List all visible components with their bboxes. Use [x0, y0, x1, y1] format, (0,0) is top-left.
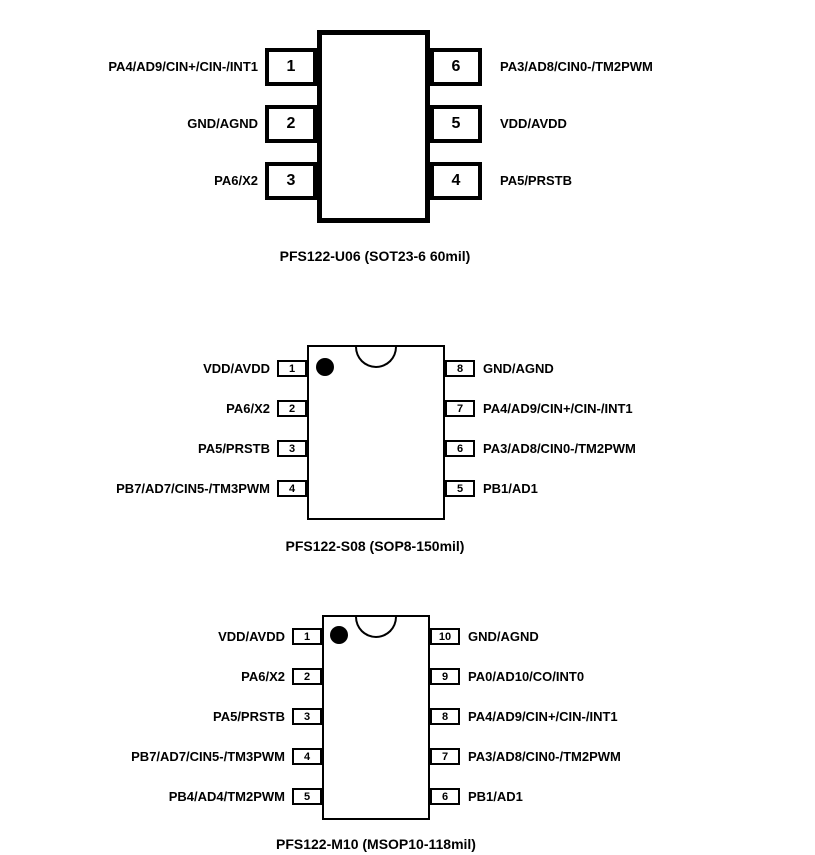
- pin-label: PA5/PRSTB: [198, 441, 270, 456]
- pin-label: PA3/AD8/CIN0-/TM2PWM: [468, 749, 621, 764]
- pin-number: 4: [303, 750, 311, 763]
- pin-label: PB7/AD7/CIN5-/TM3PWM: [131, 749, 285, 764]
- pin-number: 2: [286, 115, 296, 132]
- pin-4: 4: [430, 162, 482, 200]
- ic-body-msop10: [322, 615, 430, 820]
- pin-1: 1: [292, 628, 322, 645]
- pin-10: 10: [430, 628, 460, 645]
- pin-number: 4: [288, 482, 296, 495]
- pin-number: 3: [286, 172, 296, 189]
- pin1-dot: [330, 626, 348, 644]
- pin-3: 3: [292, 708, 322, 725]
- package-caption: PFS122-M10 (MSOP10-118mil): [276, 836, 476, 852]
- pin-8: 8: [445, 360, 475, 377]
- pin-4: 4: [292, 748, 322, 765]
- pin-label: PA6/X2: [241, 669, 285, 684]
- pin-label: PB4/AD4/TM2PWM: [168, 789, 285, 804]
- pin-number: 4: [451, 172, 461, 189]
- pin-4: 4: [277, 480, 307, 497]
- pin-number: 7: [456, 402, 464, 415]
- ic-body-sot23: [317, 30, 430, 223]
- pin-number: 2: [288, 402, 296, 415]
- pin-7: 7: [445, 400, 475, 417]
- pin-number: 3: [303, 710, 311, 723]
- pin-number: 1: [303, 630, 311, 643]
- package-caption: PFS122-U06 (SOT23-6 60mil): [279, 248, 471, 264]
- pin-3: 3: [277, 440, 307, 457]
- pin-label: PA4/AD9/CIN+/CIN-/INT1: [108, 59, 258, 74]
- package-caption: PFS122-S08 (SOP8-150mil): [285, 538, 465, 554]
- pin-7: 7: [430, 748, 460, 765]
- pin-1: 1: [277, 360, 307, 377]
- pin-number: 2: [303, 670, 311, 683]
- pin-number: 10: [438, 630, 452, 643]
- pin-label: PB1/AD1: [468, 789, 523, 804]
- pin-label: PB7/AD7/CIN5-/TM3PWM: [116, 481, 270, 496]
- pin1-dot: [316, 358, 334, 376]
- pin-8: 8: [430, 708, 460, 725]
- pin-label: PA0/AD10/CO/INT0: [468, 669, 585, 684]
- pin-number: 1: [286, 58, 296, 75]
- pin-9: 9: [430, 668, 460, 685]
- pin-number: 9: [441, 670, 449, 683]
- pin-6: 6: [445, 440, 475, 457]
- pin-number: 5: [456, 482, 464, 495]
- pin-label: GND/AGND: [187, 116, 258, 131]
- pin-3: 3: [265, 162, 317, 200]
- pin-label: VDD/AVDD: [218, 629, 285, 644]
- pin-label: PA6/X2: [214, 173, 258, 188]
- pin-label: PA5/PRSTB: [213, 709, 285, 724]
- pin-number: 3: [288, 442, 296, 455]
- pin-5: 5: [430, 105, 482, 143]
- pin-label: PA4/AD9/CIN+/CIN-/INT1: [483, 401, 633, 416]
- pin-5: 5: [445, 480, 475, 497]
- pin-1: 1: [265, 48, 317, 86]
- pin-label: VDD/AVDD: [203, 361, 270, 376]
- pin-label: PA6/X2: [226, 401, 270, 416]
- pin-label: PA3/AD8/CIN0-/TM2PWM: [500, 59, 653, 74]
- pin-label: GND/AGND: [483, 361, 554, 376]
- pin-6: 6: [430, 48, 482, 86]
- pin-number: 5: [451, 115, 461, 132]
- pin-label: PB1/AD1: [483, 481, 538, 496]
- pin-6: 6: [430, 788, 460, 805]
- pin-2: 2: [292, 668, 322, 685]
- pin-number: 6: [451, 58, 461, 75]
- pin-2: 2: [277, 400, 307, 417]
- pin-number: 6: [441, 790, 449, 803]
- pin-number: 7: [441, 750, 449, 763]
- pin-number: 8: [441, 710, 449, 723]
- pin-label: PA3/AD8/CIN0-/TM2PWM: [483, 441, 636, 456]
- pin-label: VDD/AVDD: [500, 116, 567, 131]
- pin-2: 2: [265, 105, 317, 143]
- pin-number: 6: [456, 442, 464, 455]
- pin-label: PA4/AD9/CIN+/CIN-/INT1: [468, 709, 618, 724]
- pin-number: 5: [303, 790, 311, 803]
- pin-number: 1: [288, 362, 296, 375]
- pin-number: 8: [456, 362, 464, 375]
- pin-label: GND/AGND: [468, 629, 539, 644]
- pin-5: 5: [292, 788, 322, 805]
- pin-label: PA5/PRSTB: [500, 173, 572, 188]
